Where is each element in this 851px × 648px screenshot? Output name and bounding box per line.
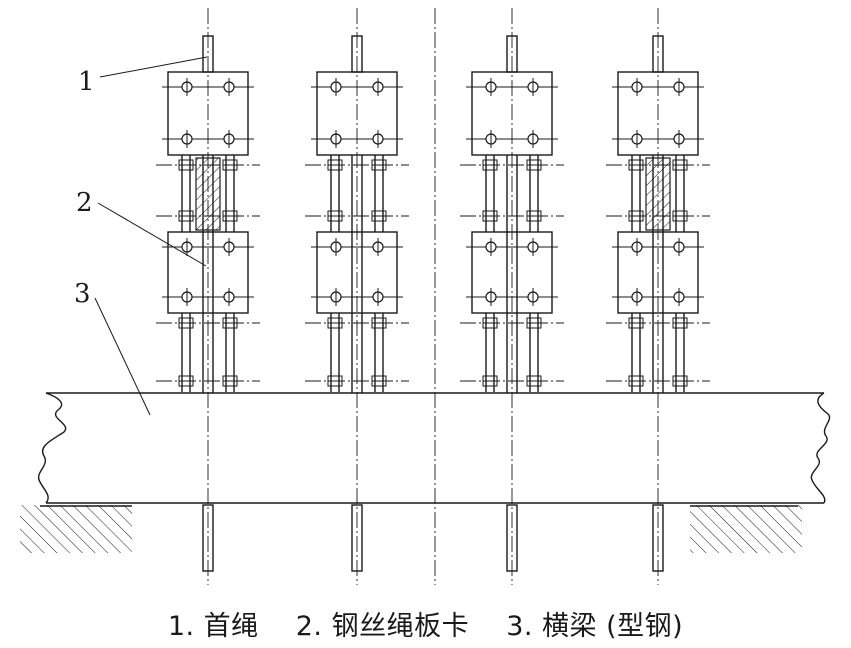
rope-assembly [156, 8, 260, 585]
callouts: 1 2 3 [74, 56, 208, 416]
clamp-plate [316, 71, 398, 156]
rope-assembly [460, 8, 564, 585]
clamp-plate [617, 71, 699, 156]
hatched-spacer [645, 157, 671, 231]
right-support [690, 505, 802, 553]
figure-caption: 1. 首绳 2. 钢丝绳板卡 3. 横梁 (型钢) [0, 604, 851, 643]
clamp-plate [316, 231, 398, 314]
crossbeam [37, 392, 831, 504]
caption-item-1: 1. 首绳 [167, 611, 259, 642]
rope-assemblies [156, 8, 710, 585]
caption-item-2: 2. 钢丝绳板卡 [295, 611, 470, 642]
callout-2: 2 [76, 188, 93, 218]
caption-item-3: 3. 横梁 (型钢) [506, 611, 684, 642]
rope-bottom [351, 504, 363, 572]
hatched-spacer [195, 157, 221, 231]
callout-3: 3 [74, 279, 91, 309]
clamp-plate [471, 231, 553, 314]
left-support [20, 505, 132, 553]
callout-1: 1 [78, 67, 95, 97]
rope-assembly [305, 8, 409, 585]
rope-bottom [506, 504, 518, 572]
clamp-plate [471, 71, 553, 156]
rope-bottom [202, 504, 214, 572]
rope-bottom [652, 504, 664, 572]
clamp-plate [617, 231, 699, 314]
clamp-plate [167, 231, 249, 314]
clamp-plate [167, 71, 249, 156]
rope-assembly [606, 8, 710, 585]
